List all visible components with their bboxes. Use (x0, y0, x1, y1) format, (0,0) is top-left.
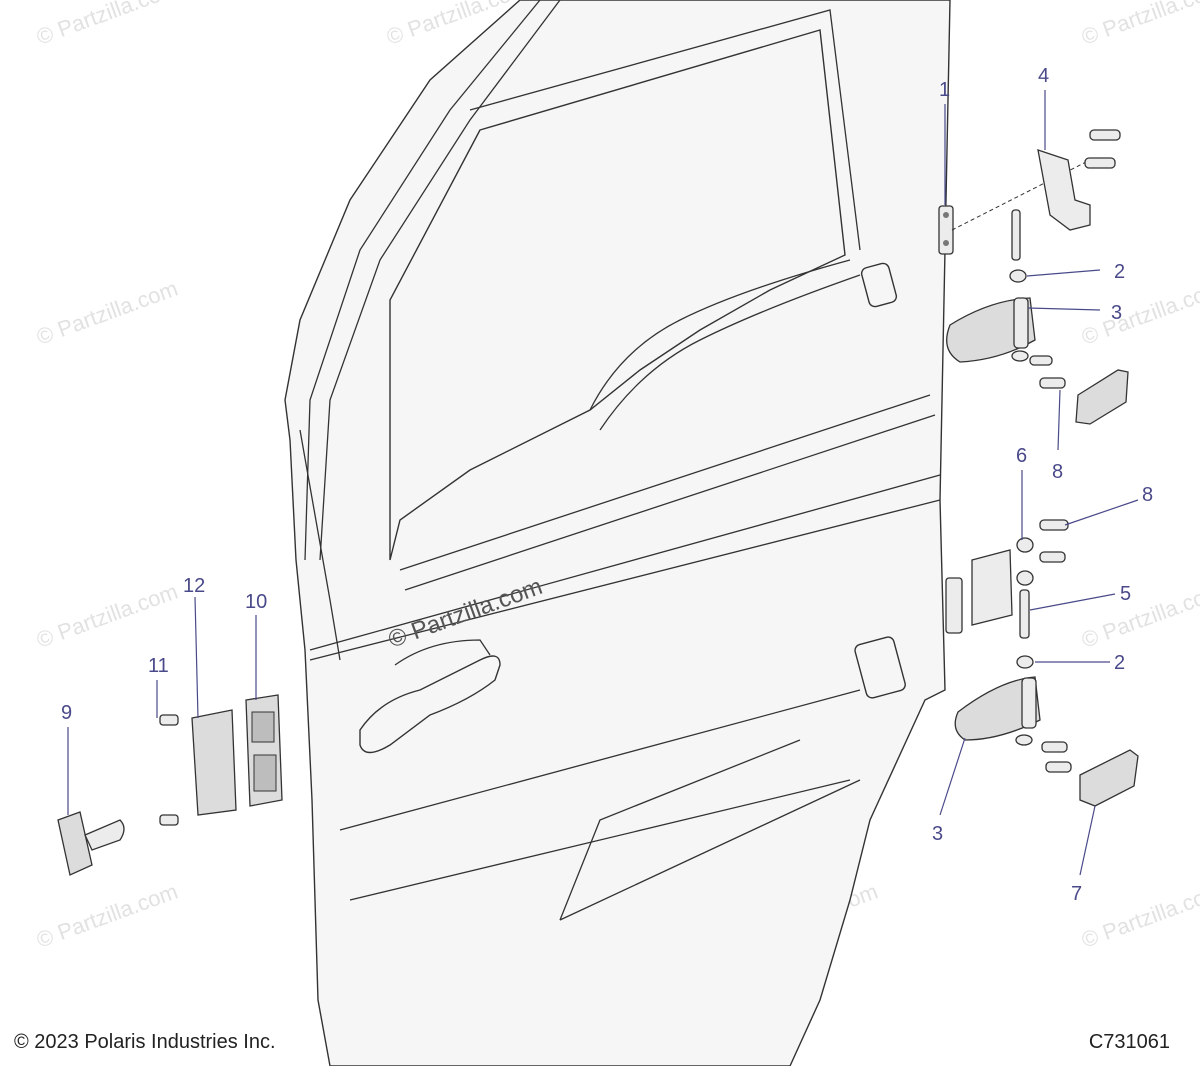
part-6-8-washers-bolts (1016, 519, 1069, 586)
watermark: © Partzilla.com (1078, 579, 1200, 653)
part-9-door-striker (57, 811, 125, 876)
part-1-hinge-plate (938, 205, 954, 255)
callout-8: 8 (1052, 461, 1063, 483)
callout-labels: 1 2 2 3 3 4 5 6 7 8 8 9 10 11 12 (61, 65, 1153, 905)
watermark: © Partzilla.com (33, 879, 181, 953)
callout-1: 1 (939, 79, 950, 101)
drawing-number: C731061 (1088, 1031, 1170, 1053)
leader-lines (67, 90, 1139, 876)
door-latch-pockets (854, 262, 906, 699)
part-4-hinge-bracket (1011, 129, 1121, 261)
callout-6: 6 (1016, 445, 1027, 467)
part-7-hinge-cap (1079, 749, 1139, 807)
part-10-bumper (245, 694, 283, 807)
watermark: © Partzilla.com (33, 579, 181, 653)
callout-8: 8 (1142, 484, 1153, 506)
callout-3: 3 (1111, 302, 1122, 324)
callout-2: 2 (1114, 652, 1125, 674)
callout-9: 9 (61, 702, 72, 724)
callout-2: 2 (1114, 261, 1125, 283)
watermark: © Partzilla.com (1078, 276, 1200, 350)
callout-11: 11 (148, 655, 169, 677)
part-3-hinge-lower (954, 676, 1072, 773)
watermark: © Partzilla.com (33, 276, 181, 350)
callout-12: 12 (183, 575, 205, 597)
callout-3: 3 (932, 823, 943, 845)
part-3-hinge-upper (946, 297, 1066, 389)
door-window (389, 9, 861, 561)
hinge-cap-upper (1075, 369, 1129, 425)
watermark: © Partzilla.com (1078, 879, 1200, 953)
callout-10: 10 (245, 591, 267, 613)
callout-5: 5 (1120, 583, 1131, 605)
watermark: © Partzilla.com (1078, 0, 1200, 50)
watermark: © Partzilla.com (33, 0, 181, 50)
callout-7: 7 (1071, 883, 1082, 905)
lower-hinge-assembly (945, 549, 1034, 669)
part-11-screws (159, 714, 179, 826)
copyright-notice: © 2023 Polaris Industries Inc. (14, 1031, 276, 1053)
callout-4: 4 (1038, 65, 1049, 87)
part-2-washer (1009, 269, 1027, 283)
door-handle (359, 639, 501, 754)
part-12-pad (191, 709, 237, 816)
